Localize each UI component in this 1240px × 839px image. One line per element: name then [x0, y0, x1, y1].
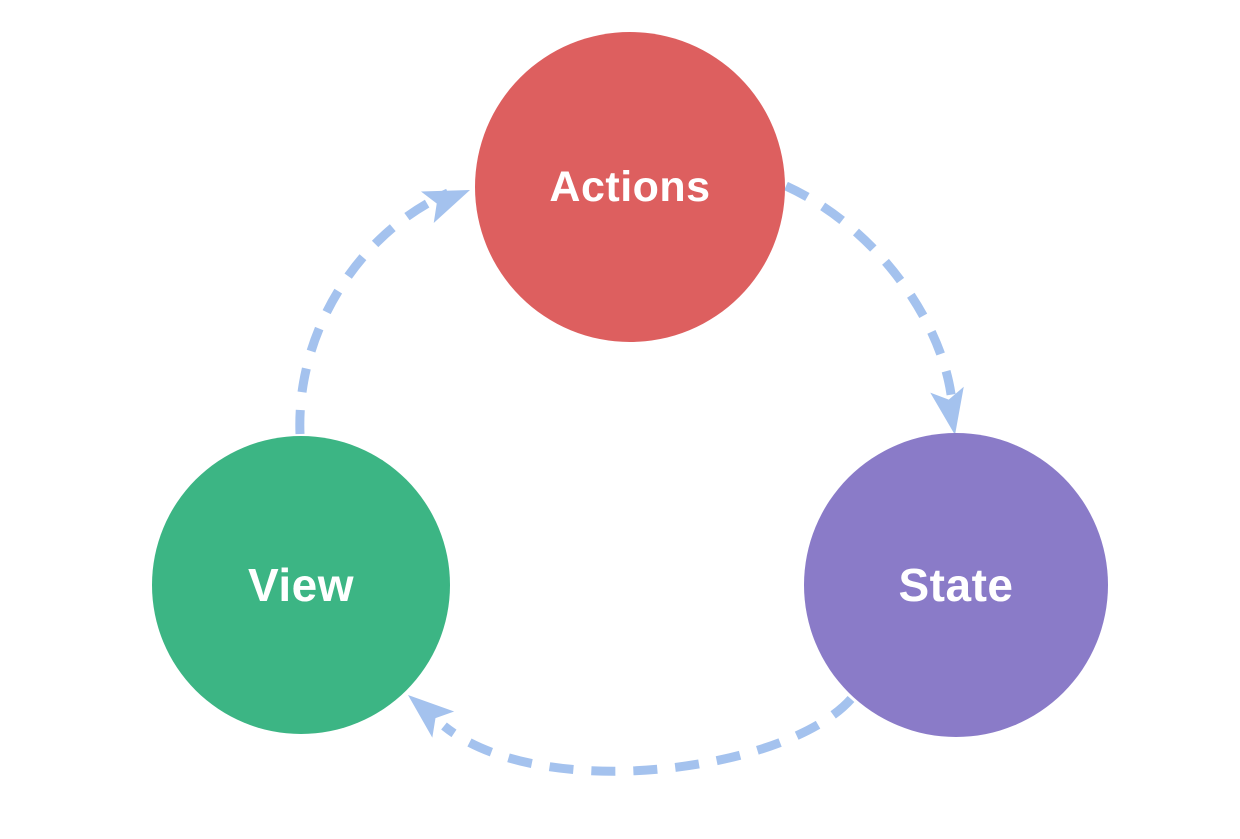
node-view-label: View — [248, 559, 354, 611]
edge-view-to-actions-path — [295, 188, 450, 435]
edge-actions-to-state-arrowhead — [930, 386, 964, 435]
node-actions-label: Actions — [549, 163, 710, 211]
edge-actions-to-state-path — [784, 181, 957, 403]
node-actions[interactable]: Actions — [475, 32, 785, 342]
edge-view-to-actions — [295, 188, 470, 435]
node-state[interactable]: State — [804, 433, 1108, 737]
node-view[interactable]: View — [152, 436, 450, 734]
node-group: Actions View State — [152, 32, 1108, 737]
node-view-circle[interactable] — [152, 436, 450, 734]
edge-state-to-view — [408, 695, 855, 776]
node-state-label: State — [899, 559, 1014, 611]
edge-actions-to-state — [784, 181, 964, 435]
node-state-circle[interactable] — [804, 433, 1108, 737]
edge-state-to-view-path — [441, 695, 855, 776]
edge-state-to-view-arrowhead — [408, 695, 455, 738]
edge-view-to-actions-arrowhead — [420, 190, 470, 223]
edge-group — [295, 181, 964, 776]
node-actions-circle[interactable] — [475, 32, 785, 342]
